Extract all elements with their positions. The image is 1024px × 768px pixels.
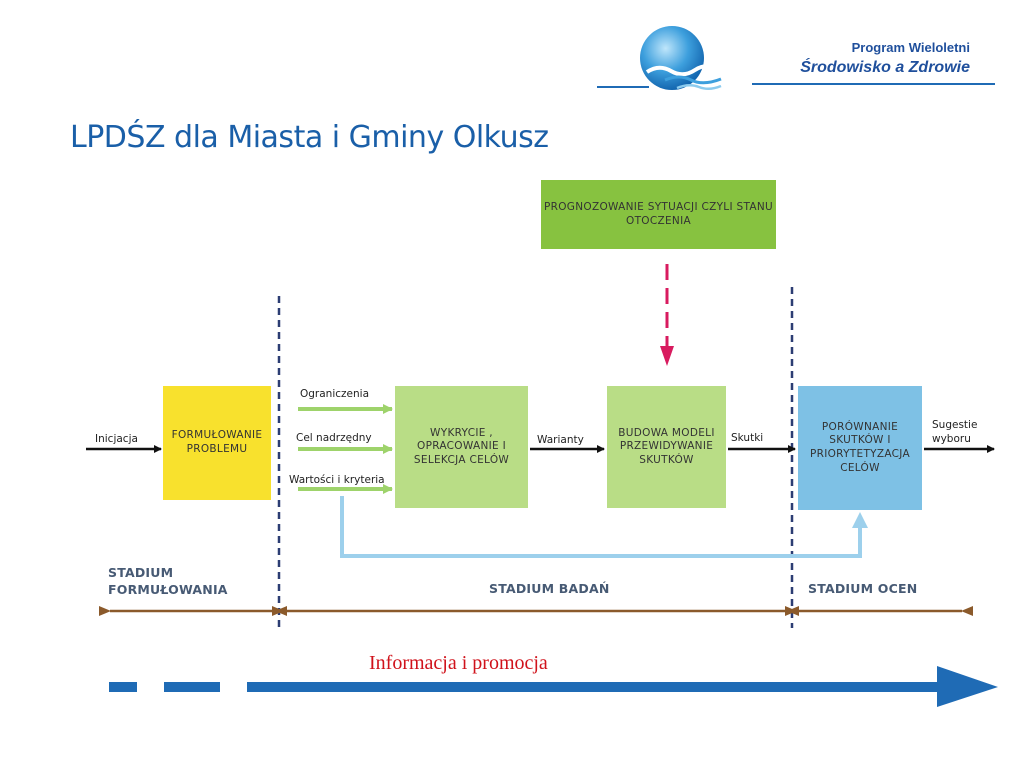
- compare-effects-box: PORÓWNANIE SKUTKÓW I PRIORYTETYZACJA CEL…: [798, 386, 922, 510]
- main-goal-label: Cel nadrzędny: [296, 432, 372, 444]
- program-label: Program Wieloletni: [851, 40, 970, 55]
- info-promo-label: Informacja i promocja: [369, 652, 548, 674]
- feedback-loop: [340, 496, 862, 558]
- variants-label: Warianty: [537, 434, 584, 446]
- values-label: Wartości i kryteria: [289, 474, 385, 486]
- timeline-dash-2: [164, 682, 220, 692]
- initiation-label: Inicjacja: [95, 433, 138, 445]
- model-building-box: BUDOWA MODELI PRZEWIDYWANIE SKUTKÓW: [607, 386, 726, 508]
- feedback-arrow-head: [852, 512, 868, 528]
- effects-label: Skutki: [731, 432, 764, 444]
- forecast-arrow-head: [660, 346, 674, 366]
- program-name: Środowisko a Zdrowie: [800, 59, 970, 76]
- discover-goals-box: WYKRYCIE , OPRACOWANIE I SELEKCJA CELÓW: [395, 386, 528, 508]
- logo-line-left: [597, 86, 649, 88]
- stage-research-label: STADIUM BADAŃ: [489, 581, 610, 596]
- timeline-arrow-head: [937, 666, 998, 707]
- program-logo-icon: [640, 26, 724, 90]
- suggestions-label: Sugestie wyboru: [932, 419, 978, 445]
- constraints-label: Ograniczenia: [300, 388, 370, 400]
- forecast-box: PROGNOZOWANIE SYTUACJI CZYLI STANU OTOCZ…: [541, 180, 776, 249]
- stage-formulation-label: STADIUM FORMUŁOWANIA: [108, 565, 228, 597]
- stage-evaluation-label: STADIUM OCEN: [808, 581, 918, 596]
- page-title: LPDŚZ dla Miasta i Gminy Olkusz: [70, 120, 549, 155]
- logo-line-right: [752, 83, 995, 85]
- timeline-dash-1: [109, 682, 137, 692]
- timeline-bar: [247, 682, 940, 692]
- formulate-problem-box: FORMUŁOWANIE PROBLEMU: [163, 386, 271, 500]
